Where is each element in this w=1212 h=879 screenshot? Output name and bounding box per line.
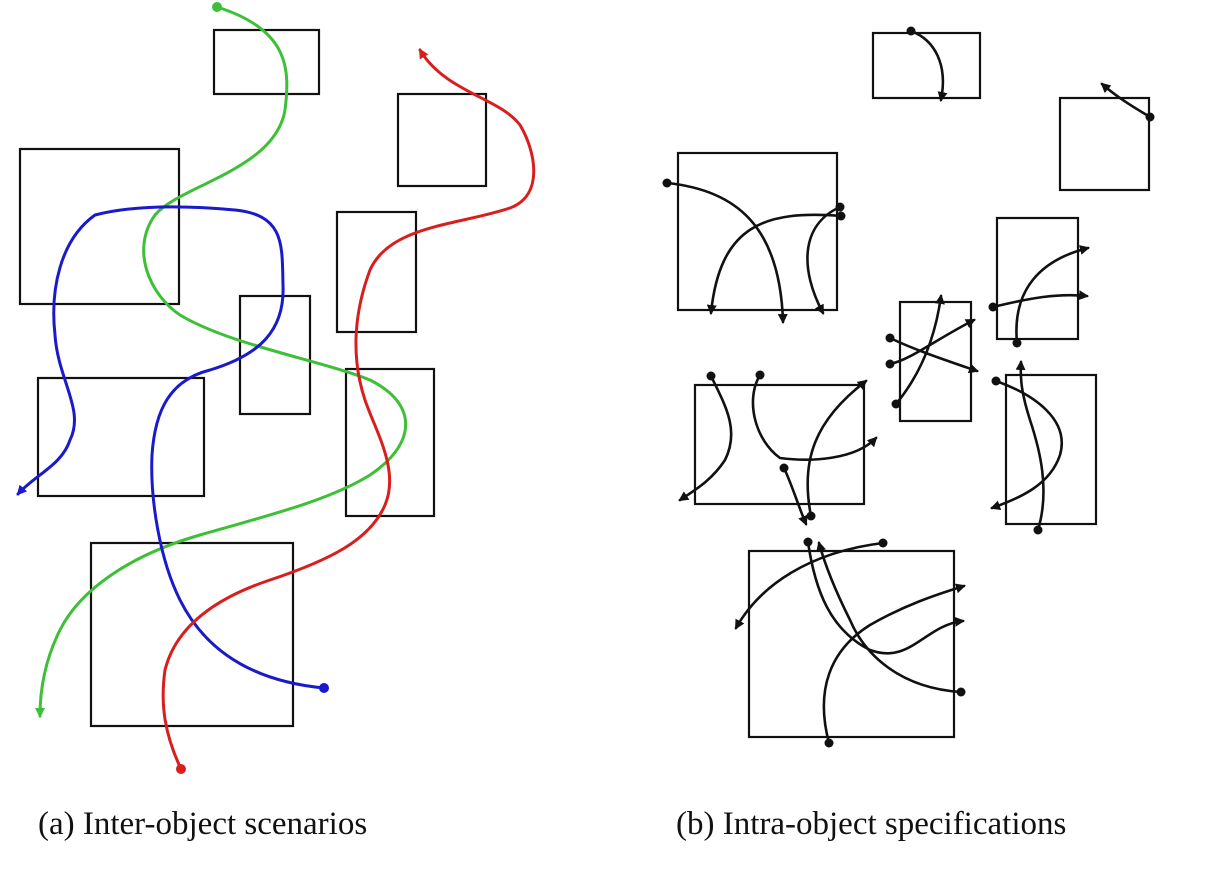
- black-trajectory: [816, 541, 963, 694]
- panel-a: [18, 28, 488, 728]
- caption-a: (a) Inter-object scenarios: [38, 806, 368, 842]
- panel-b: [676, 31, 1151, 739]
- object-box: [36, 376, 206, 498]
- object-box: [89, 541, 295, 728]
- object-box: [995, 216, 1080, 341]
- trajectory-start-dot: [1012, 338, 1022, 348]
- black-trajectory: [909, 29, 948, 102]
- black-trajectory: [822, 583, 966, 745]
- black-trajectory: [678, 374, 733, 502]
- trajectory-start-dot: [891, 399, 901, 409]
- trajectory-start-dot: [803, 537, 813, 547]
- trajectory-start-dot: [906, 26, 916, 36]
- black-trajectory: [888, 336, 979, 374]
- trajectory-start-dot: [991, 376, 1001, 386]
- black-trajectory: [1100, 82, 1152, 119]
- object-box: [18, 147, 181, 306]
- trajectory-start-dot: [878, 538, 888, 548]
- panel-a-trajectories: [16, 2, 536, 774]
- object-box: [238, 294, 312, 416]
- black-trajectory: [990, 379, 1063, 511]
- trajectory-start-dot: [1033, 525, 1043, 535]
- trajectory-start-dot: [956, 687, 966, 697]
- object-box: [335, 210, 418, 334]
- object-box: [1058, 96, 1151, 192]
- trajectory-start-dot: [806, 511, 816, 521]
- green-trajectory: [35, 5, 408, 718]
- trajectory-start-dot: [824, 738, 834, 748]
- black-trajectory: [894, 294, 945, 406]
- trajectory-start-dot: [885, 333, 895, 343]
- trajectory-start-dot: [835, 202, 845, 212]
- black-trajectory: [806, 540, 965, 655]
- object-box: [344, 367, 436, 518]
- trajectory-start-dot: [662, 178, 672, 188]
- trajectory-start-dot: [988, 302, 998, 312]
- black-trajectory: [665, 181, 788, 324]
- caption-b: (b) Intra-object specifications: [676, 806, 1067, 842]
- blue-start-dot: [319, 683, 329, 693]
- object-box: [693, 383, 866, 506]
- black-trajectory: [1015, 360, 1045, 532]
- black-trajectory: [782, 466, 808, 526]
- panel-b-trajectories: [662, 26, 1155, 748]
- trajectory-start-dot: [885, 359, 895, 369]
- black-trajectory: [991, 290, 1089, 309]
- object-box: [396, 92, 488, 188]
- black-trajectory: [888, 318, 976, 366]
- black-trajectory: [806, 379, 868, 518]
- red-start-dot: [176, 764, 186, 774]
- green-start-dot: [212, 2, 222, 12]
- black-trajectory: [806, 205, 842, 315]
- object-box: [871, 31, 982, 100]
- object-box: [747, 549, 956, 739]
- black-trajectory: [706, 213, 843, 315]
- black-trajectory: [751, 373, 878, 461]
- object-box: [212, 28, 321, 96]
- trajectory-start-dot: [755, 370, 765, 380]
- trajectory-start-dot: [1145, 112, 1155, 122]
- black-trajectory: [1015, 245, 1090, 345]
- trajectory-start-dot: [706, 371, 716, 381]
- object-box: [676, 151, 839, 312]
- trajectory-start-dot: [836, 211, 846, 221]
- trajectory-start-dot: [779, 463, 789, 473]
- red-trajectory: [161, 48, 536, 771]
- black-trajectory: [734, 541, 885, 630]
- object-box: [1004, 373, 1098, 526]
- blue-trajectory: [16, 205, 326, 690]
